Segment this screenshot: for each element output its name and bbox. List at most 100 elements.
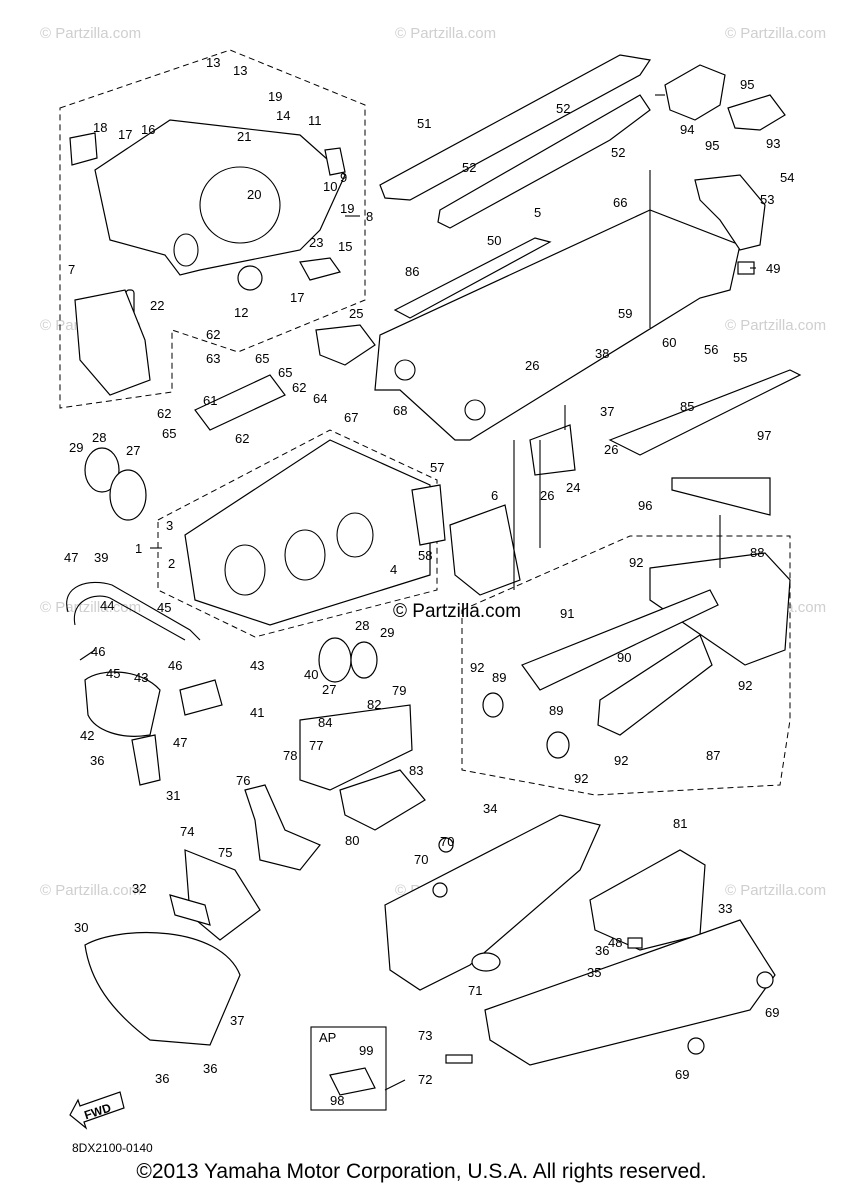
callout-74: 74: [180, 824, 194, 839]
callout-42: 42: [80, 728, 94, 743]
callout-99: 99: [359, 1043, 373, 1058]
callout-48: 48: [608, 935, 622, 950]
callout-58: 58: [418, 548, 432, 563]
callout-83: 83: [409, 763, 423, 778]
leader-lines: [79, 94, 756, 1091]
callout-20: 20: [247, 187, 261, 202]
panel-30: [84, 931, 241, 1046]
callout-81: 81: [673, 816, 687, 831]
callout-98: 98: [330, 1093, 344, 1108]
callout-49: 49: [766, 261, 780, 276]
group-boxes: [59, 49, 791, 1111]
callout-19: 19: [340, 201, 354, 216]
callout-17: 17: [118, 127, 132, 142]
callout-90: 90: [617, 650, 631, 665]
fwd-arrow: FWD: [69, 1091, 125, 1130]
callout-29: 29: [69, 440, 83, 455]
callout-26: 26: [525, 358, 539, 373]
callout-47: 47: [173, 735, 187, 750]
callout-92: 92: [614, 753, 628, 768]
callout-2: 2: [168, 556, 175, 571]
callout-10: 10: [323, 179, 337, 194]
callout-37: 37: [230, 1013, 244, 1028]
callout-50: 50: [487, 233, 501, 248]
tunnel-hole: [464, 399, 486, 421]
callout-69: 69: [765, 1005, 779, 1020]
seal-28: [84, 447, 120, 493]
callout-45: 45: [106, 666, 120, 681]
pad-72: [445, 1054, 473, 1064]
clip-48: [627, 937, 643, 949]
callout-92: 92: [629, 555, 643, 570]
cover-93: [727, 94, 786, 131]
bracket-53: [694, 174, 766, 251]
callout-27: 27: [322, 682, 336, 697]
ap-box: [310, 1026, 387, 1111]
callout-59: 59: [618, 306, 632, 321]
bracket-9: [324, 147, 346, 176]
callout-71: 71: [468, 983, 482, 998]
callout-70: 70: [414, 852, 428, 867]
copyright-notice: ©2013 Yamaha Motor Corporation, U.S.A. A…: [136, 1160, 707, 1183]
callout-28: 28: [92, 430, 106, 445]
callout-36: 36: [90, 753, 104, 768]
panel-76-75: [244, 784, 321, 871]
group-box-1: [157, 429, 438, 638]
callout-85: 85: [680, 399, 694, 414]
callout-6: 6: [491, 488, 498, 503]
bracket-98: [329, 1067, 376, 1096]
callout-65: 65: [255, 351, 269, 366]
callout-60: 60: [662, 335, 676, 350]
strip-85: [608, 369, 802, 456]
main-frame: [184, 439, 431, 626]
callout-36: 36: [595, 943, 609, 958]
callout-92: 92: [470, 660, 484, 675]
ap-label: AP: [319, 1030, 336, 1045]
upper-front-frame: [94, 119, 346, 276]
callout-12: 12: [234, 305, 248, 320]
callout-35: 35: [587, 965, 601, 980]
plate-88: [649, 552, 791, 666]
frame-opening: [336, 512, 374, 558]
callout-86: 86: [405, 264, 419, 279]
bracket-41: [179, 679, 223, 716]
callout-69: 69: [675, 1067, 689, 1082]
callout-13: 13: [233, 63, 247, 78]
bushing-12: [237, 265, 263, 291]
callout-91: 91: [560, 606, 574, 621]
bracket-24: [529, 424, 576, 476]
callout-27: 27: [126, 443, 140, 458]
watermark: © Partzilla.com: [40, 25, 141, 42]
fwd-arrow-icon: [69, 1091, 125, 1130]
callout-77: 77: [309, 738, 323, 753]
callout-46: 46: [91, 644, 105, 659]
watermark: © Partzilla.com: [40, 882, 141, 899]
bracket-15: [299, 257, 341, 281]
damper-89: [482, 692, 504, 718]
callout-25: 25: [349, 306, 363, 321]
callout-23: 23: [309, 235, 323, 250]
callout-8: 8: [366, 209, 373, 224]
callout-32: 32: [132, 881, 146, 896]
bracket-90: [597, 634, 713, 736]
callout-62: 62: [206, 327, 220, 342]
callout-65: 65: [162, 426, 176, 441]
damper-89: [546, 731, 570, 759]
plug-69: [687, 1037, 705, 1055]
callout-76: 76: [236, 773, 250, 788]
center-watermark: © Partzilla.com: [393, 601, 521, 622]
callout-56: 56: [704, 342, 718, 357]
callout-63: 63: [206, 351, 220, 366]
plug-70: [432, 882, 448, 898]
callout-82: 82: [367, 697, 381, 712]
callout-95: 95: [705, 138, 719, 153]
callout-29: 29: [380, 625, 394, 640]
callout-21: 21: [237, 129, 251, 144]
callout-79: 79: [392, 683, 406, 698]
callout-43: 43: [134, 670, 148, 685]
frame-opening: [284, 529, 326, 581]
callout-52: 52: [556, 101, 570, 116]
panel-32: [169, 894, 211, 926]
callout-47: 47: [64, 550, 78, 565]
callout-4: 4: [390, 562, 397, 577]
